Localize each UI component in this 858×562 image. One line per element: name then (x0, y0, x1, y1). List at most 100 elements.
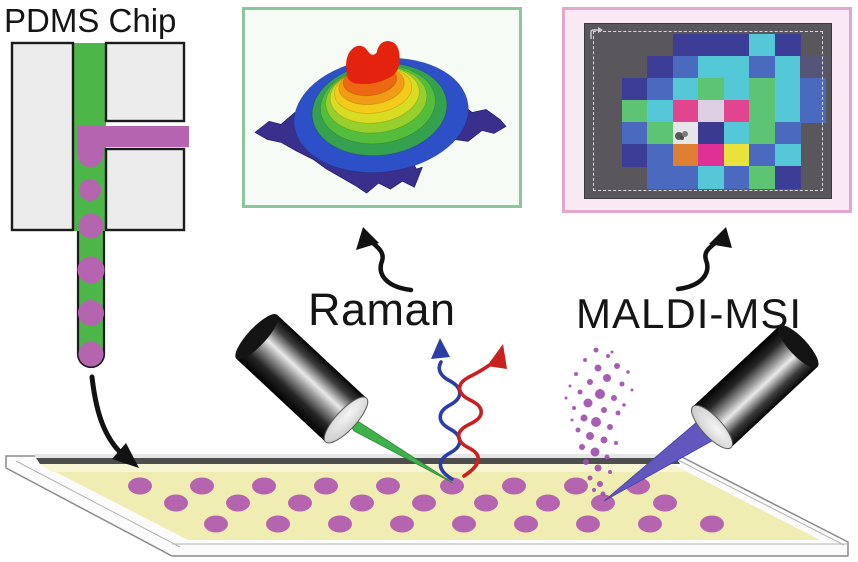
sample-droplet (204, 515, 228, 533)
heatmap-cell (647, 166, 673, 189)
raman-objective (235, 314, 369, 444)
plume-dot (600, 436, 608, 444)
slide-back-rim (36, 458, 680, 464)
heatmap-cell (774, 122, 801, 145)
chip-block-left (10, 41, 75, 232)
sample-droplet (474, 494, 498, 512)
heatmap-cell (749, 144, 775, 167)
heatmap-cell (800, 56, 826, 79)
sample-droplet (226, 494, 250, 512)
chip-droplet (79, 179, 101, 201)
plume-dot (591, 417, 601, 427)
heatmap-cell (647, 144, 673, 167)
sample-droplet (390, 515, 414, 533)
scan-region-dashed-border (593, 31, 823, 191)
droplet-forming (77, 126, 104, 167)
pdms-chip-diagram (10, 41, 189, 369)
heatmap-cell (698, 34, 724, 57)
heatmap-cell (749, 34, 775, 57)
plume-dot (606, 354, 610, 358)
plume-dot (587, 475, 593, 481)
heatmap-cell (723, 100, 750, 123)
plume-dot (626, 370, 630, 374)
heatmap-cell (621, 78, 648, 101)
raman-label: Raman (308, 284, 456, 335)
plume-dot (607, 424, 613, 430)
slide-left-edge (15, 460, 181, 548)
sample-droplet (266, 515, 290, 533)
heatmap-cell (749, 100, 775, 123)
surface-contours (293, 57, 469, 173)
plume-dot (579, 444, 585, 450)
heatmap-cell (800, 100, 826, 123)
plume-dot (595, 389, 605, 399)
heatmap-cell (672, 78, 699, 101)
ion-image-panel (584, 23, 832, 199)
plume-dot (586, 432, 594, 440)
plume-dot (583, 459, 589, 465)
plume-dot (583, 358, 587, 362)
sample-droplet (514, 515, 538, 533)
agarose-highlight (40, 464, 688, 472)
heatmap-cell (723, 166, 750, 189)
heatmap-cell (621, 122, 648, 145)
plume-dot (590, 447, 600, 457)
sample-droplet (502, 477, 526, 495)
heatmap-cell (749, 122, 775, 145)
chip-droplet (78, 300, 104, 326)
sample-droplet (536, 494, 560, 512)
plume-dot (580, 414, 588, 422)
chip-to-plate-arrow (89, 374, 139, 468)
plume-dot (601, 407, 607, 413)
plume-dot (614, 363, 620, 369)
plume-dot (600, 491, 606, 497)
plume-dot (572, 406, 576, 410)
sample-droplet (314, 477, 338, 495)
sample-droplet (164, 494, 188, 512)
heatmap-cell (698, 144, 724, 167)
maldi-result-arrow (675, 227, 732, 292)
aqueous-channel (103, 126, 189, 147)
plume-dot (583, 398, 593, 408)
maldi-result-box (562, 7, 852, 213)
plume-dot (593, 347, 599, 353)
heatmap-cell (800, 78, 826, 101)
plume-dot (622, 403, 626, 407)
sample-droplet (576, 515, 600, 533)
sample-droplet (564, 477, 588, 495)
plume-dot (564, 396, 568, 400)
sample-droplet (252, 477, 276, 495)
heatmap-cell (647, 78, 673, 101)
sample-droplet (350, 494, 374, 512)
heatmap-cell (749, 56, 775, 79)
scattered-wave-red (456, 344, 507, 478)
sample-droplet (591, 494, 615, 512)
heatmap-cell (647, 100, 673, 123)
heatmap-cell (698, 166, 724, 189)
sample-droplet (128, 477, 152, 495)
heatmap-cell (774, 100, 801, 123)
plume-dot (614, 441, 618, 445)
heatmap-cell (723, 122, 750, 145)
sample-droplet (376, 477, 400, 495)
plume-dot (603, 374, 611, 382)
chip-droplets (77, 179, 105, 367)
slide-back-rim-light (34, 454, 680, 458)
heatmap-cell (774, 166, 801, 189)
heatmap-cell (672, 166, 699, 189)
maldi-objective (691, 325, 819, 450)
heatmap-cell (723, 56, 750, 79)
plume-dot (594, 364, 602, 372)
plume-dot (630, 388, 634, 392)
chip-block-top-right (104, 41, 186, 123)
chip-droplet (77, 256, 105, 284)
plume-dot (594, 464, 602, 472)
heatmap-cell (698, 100, 724, 123)
heatmap-cell (749, 166, 775, 189)
plume-dot (604, 454, 610, 460)
heatmap-cell (723, 144, 750, 167)
heatmap-cell (698, 122, 724, 145)
plume-dot (619, 381, 625, 387)
heatmap-cell (672, 144, 699, 167)
